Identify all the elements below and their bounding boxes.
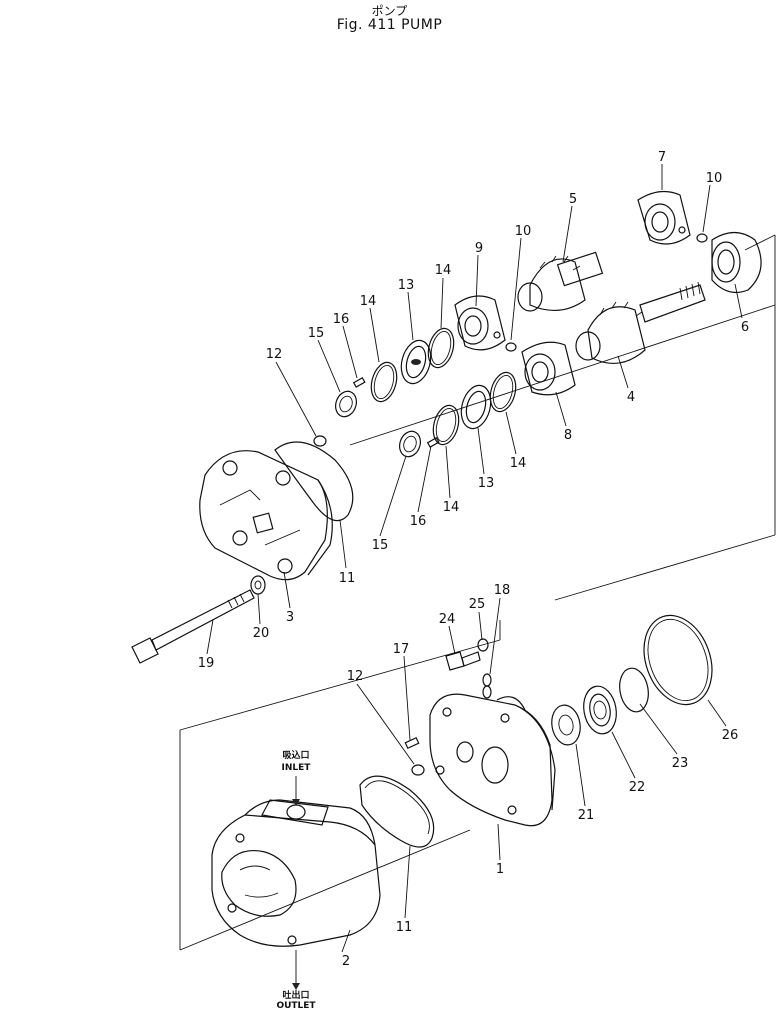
part-10-pin-upper: [696, 233, 708, 243]
part-15-seal-lower: [399, 430, 421, 458]
part-26-snap-ring: [643, 614, 713, 706]
outlet-label: OUTLET: [276, 1001, 316, 1010]
figure-title: Fig. 411 PUMP: [336, 17, 443, 33]
part-17-pin: [404, 736, 420, 750]
callout-2: 2: [342, 954, 350, 969]
callout-6: 6: [741, 320, 749, 335]
part-19-bolt: [131, 589, 255, 664]
callout-3: 3: [286, 610, 294, 625]
callout-16: 16: [410, 514, 427, 529]
part-15-seal-upper: [335, 390, 357, 418]
inlet-label: INLET: [282, 763, 312, 773]
part-5-driven-gear: [517, 251, 604, 312]
part-number-callouts: 7 10 5 10 9 14 13 14 16 15 12 6 4 8 14 1…: [198, 150, 749, 969]
part-3-cover: [199, 450, 333, 581]
callout-17: 17: [393, 642, 410, 657]
part-25-washer: [477, 638, 489, 652]
outlet-label-japanese: 吐出口: [282, 989, 309, 1001]
callout-9: 9: [475, 241, 483, 256]
callout-24: 24: [439, 612, 456, 627]
figure-title-japanese: ポンプ: [371, 4, 408, 18]
part-14-ring-lower-2: [432, 404, 460, 446]
callout-12: 12: [266, 347, 283, 362]
callout-1: 1: [496, 862, 504, 877]
callout-25: 25: [469, 597, 486, 612]
part-9-bearing-block: [454, 295, 506, 351]
part-4-drive-gear-shaft: [575, 281, 706, 365]
callout-5: 5: [569, 192, 577, 207]
callout-22: 22: [629, 780, 646, 795]
callout-15: 15: [308, 326, 325, 341]
callout-14: 14: [443, 500, 460, 515]
part-24-bolt: [445, 651, 481, 671]
leader-lines: [206, 164, 743, 990]
callout-23: 23: [672, 756, 689, 771]
assembly-frame-lines: [179, 234, 776, 951]
part-11-oring-lower: [359, 775, 435, 848]
part-12-oring-upper: [313, 435, 327, 447]
inlet-label-japanese: 吸込口: [282, 749, 309, 761]
callout-11: 11: [339, 571, 356, 586]
callout-10: 10: [706, 171, 723, 186]
callout-13: 13: [398, 278, 415, 293]
callout-16: 16: [333, 312, 350, 327]
part-1-rear-cover: [429, 693, 556, 827]
callout-11: 11: [396, 920, 413, 935]
callout-13: 13: [478, 476, 495, 491]
callout-15: 15: [372, 538, 389, 553]
part-12-oring-lower: [411, 764, 425, 776]
callout-12: 12: [347, 669, 364, 684]
callout-10: 10: [515, 224, 532, 239]
part-14-ring-lower: [489, 371, 517, 413]
part-7-bearing-block: [637, 190, 691, 245]
callout-7: 7: [658, 150, 666, 165]
callout-19: 19: [198, 656, 215, 671]
callout-14: 14: [435, 263, 452, 278]
part-22-bearing: [583, 685, 617, 735]
part-14-ring-upper-2: [370, 361, 398, 403]
callout-20: 20: [253, 626, 270, 641]
part-16-pin-upper: [352, 376, 366, 388]
part-2-pump-body: [211, 799, 381, 947]
callout-21: 21: [578, 808, 595, 823]
part-13-seal-upper: [400, 339, 432, 385]
part-14-ring-upper: [427, 327, 455, 369]
callout-8: 8: [564, 428, 572, 443]
part-21-washer: [551, 704, 581, 746]
part-13-seal-lower: [460, 384, 492, 430]
part-20-washer: [250, 575, 266, 595]
part-16-pin-lower: [426, 436, 440, 448]
callout-4: 4: [627, 390, 635, 405]
part-23-retaining-ring: [619, 667, 649, 713]
part-8-bearing-block: [521, 341, 576, 396]
part-11-oring-upper: [274, 441, 354, 522]
callout-14: 14: [360, 294, 377, 309]
callout-14: 14: [510, 456, 527, 471]
callout-18: 18: [494, 583, 511, 598]
part-18-plug: [482, 673, 492, 699]
part-6-bearing: [711, 231, 762, 293]
callout-26: 26: [722, 728, 739, 743]
part-10-pin-lower: [505, 342, 517, 352]
